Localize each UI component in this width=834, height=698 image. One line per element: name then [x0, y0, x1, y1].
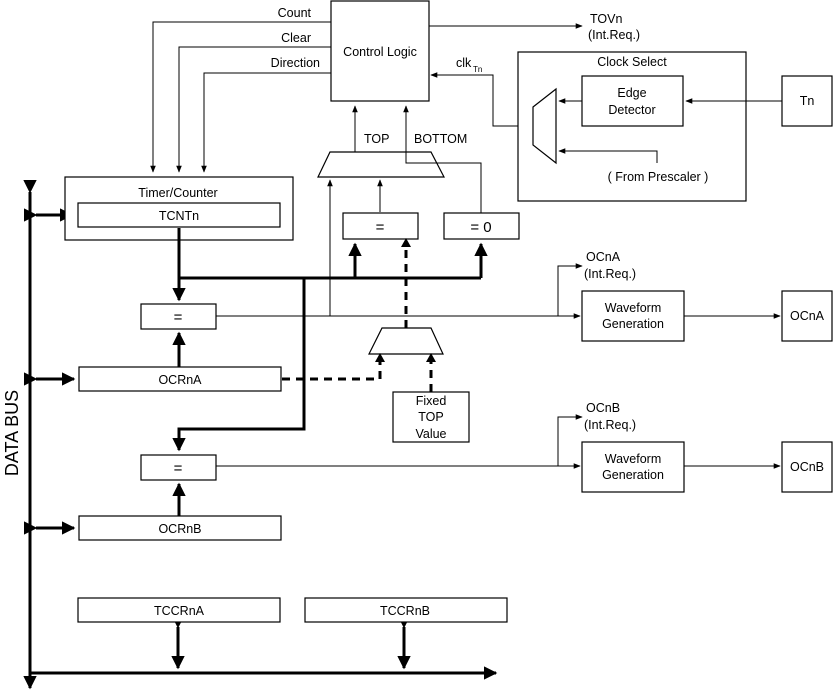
bottom-comparator-label: = 0: [470, 219, 491, 236]
clk-label: clk: [456, 56, 472, 70]
top-mux: TOP: [317, 105, 445, 316]
ocna-label: OCnA: [790, 309, 825, 323]
ocnb-int-req: (Int.Req.): [584, 418, 636, 432]
tccrb-label: TCCRnB: [380, 604, 430, 618]
clock-select-block: Clock Select Edge Detector ( From Presca…: [517, 51, 747, 202]
top-comparator-label: =: [376, 219, 385, 236]
tccra-label: TCCRnA: [154, 604, 205, 618]
ocna-int-req: (Int.Req.): [584, 267, 636, 281]
ocnb-output: OCnB: [781, 441, 833, 493]
ocrb-register: OCRnB: [78, 482, 282, 541]
edge-detector: [581, 75, 684, 127]
timer-counter-title: Timer/Counter: [138, 186, 217, 200]
ocna-int-label: OCnA: [586, 250, 621, 264]
tcnt-bus: [172, 228, 488, 452]
prescaler-label: ( From Prescaler ): [608, 170, 709, 184]
fixed-top-line2: TOP: [418, 410, 443, 424]
control-logic-title: Control Logic: [343, 45, 417, 59]
tov-label: TOVn: [590, 12, 622, 26]
edge-detector-line1: Edge: [617, 86, 646, 100]
tn-label: Tn: [800, 94, 815, 108]
waveform-b-line1: Waveform: [605, 452, 662, 466]
ocra-register: OCRnA: [78, 331, 282, 392]
fixed-top-value: Fixed TOP Value: [392, 391, 470, 443]
fixed-top-line3: Value: [415, 427, 446, 441]
compare-a: = OCnA (Int.Req.): [140, 250, 636, 330]
waveform-b-line2: Generation: [602, 468, 664, 482]
count-label: Count: [278, 6, 312, 20]
fixed-top-line1: Fixed: [416, 394, 447, 408]
top-label: TOP: [364, 132, 389, 146]
waveform-gen-b: Waveform Generation: [581, 441, 781, 493]
compare-a-label: =: [174, 309, 183, 326]
clk-subscript: Tn: [473, 65, 482, 74]
top-select-mux: [282, 238, 444, 392]
data-bus-label: DATA BUS: [2, 390, 22, 476]
waveform-gen-a: Waveform Generation: [581, 290, 781, 342]
compare-b: = OCnB (Int.Req.): [140, 401, 636, 481]
top-comparator: =: [342, 212, 419, 240]
tov-output: TOVn (Int.Req.): [429, 12, 640, 42]
data-bus: DATA BUS: [2, 179, 498, 690]
ocna-output: OCnA: [781, 290, 833, 342]
waveform-a-line2: Generation: [602, 317, 664, 331]
tccrb-register: TCCRnB: [304, 597, 508, 623]
control-signals: Count Clear Direction: [150, 6, 331, 173]
clock-mux: [532, 87, 557, 165]
clock-select-title: Clock Select: [597, 55, 667, 69]
ocrb-label: OCRnB: [158, 522, 201, 536]
tccra-register: TCCRnA: [77, 597, 281, 623]
control-logic-block: Control Logic: [330, 0, 430, 102]
clear-label: Clear: [281, 31, 311, 45]
clk-signal: clk Tn: [430, 56, 530, 127]
waveform-a-line1: Waveform: [605, 301, 662, 315]
tov-int-req: (Int.Req.): [588, 28, 640, 42]
bottom-comparator: = 0 BOTTOM: [403, 105, 520, 240]
tcnt-label: TCNTn: [159, 209, 199, 223]
ocnb-label: OCnB: [790, 460, 824, 474]
tcnt-register: [77, 202, 281, 228]
ocra-label: OCRnA: [158, 373, 202, 387]
ocnb-int-label: OCnB: [586, 401, 620, 415]
compare-b-label: =: [174, 460, 183, 477]
tn-input: Tn: [685, 75, 833, 127]
edge-detector-line2: Detector: [608, 103, 655, 117]
bottom-label: BOTTOM: [414, 132, 467, 146]
direction-label: Direction: [271, 56, 320, 70]
